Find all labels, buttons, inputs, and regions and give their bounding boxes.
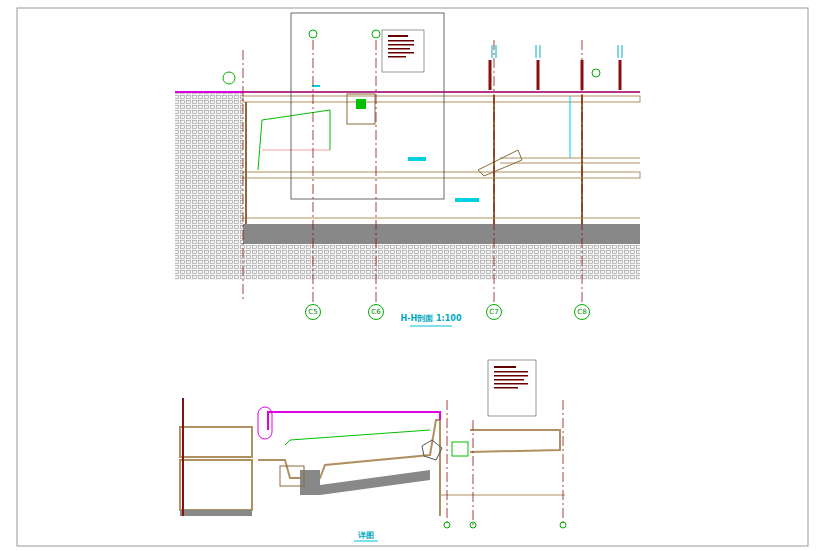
grid-label: C5 bbox=[308, 309, 317, 316]
section-title: H-H剖面 1:100 bbox=[401, 313, 462, 324]
grid-bubble: C8 bbox=[574, 304, 590, 320]
detail-caption: 详图 bbox=[358, 530, 374, 541]
grid-bubble: C6 bbox=[368, 304, 384, 320]
grid-label: C6 bbox=[371, 309, 380, 316]
grid-bubble: C7 bbox=[486, 304, 502, 320]
grid-label: C7 bbox=[489, 309, 498, 316]
grid-label: C8 bbox=[577, 309, 586, 316]
grid-bubble: C5 bbox=[305, 304, 321, 320]
